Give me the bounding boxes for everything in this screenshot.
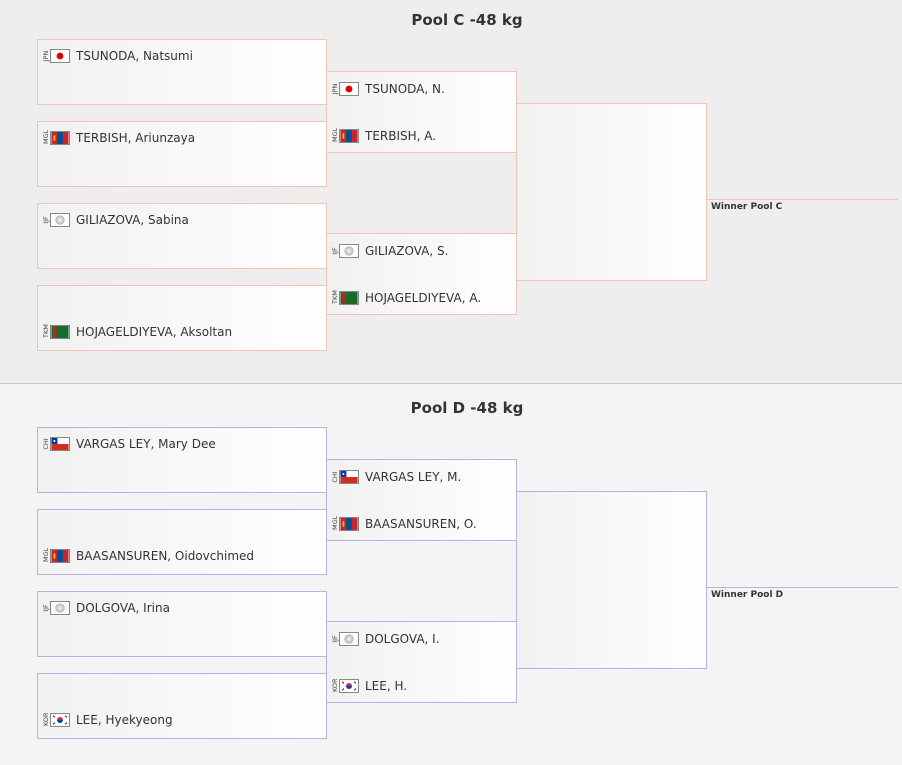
flag-mgl-icon <box>50 131 70 145</box>
athlete-entry[interactable]: MGL BAASANSUREN, O. <box>331 516 477 532</box>
athlete-entry[interactable]: JPN TSUNODA, N. <box>331 81 445 97</box>
semifinal-match[interactable]: IJF DOLGOVA, I. KOR LEE, H. <box>326 621 517 703</box>
final-match[interactable] <box>516 103 707 281</box>
country-code: MGL <box>331 515 339 530</box>
flag-jpn-icon <box>339 82 359 96</box>
athlete-entry[interactable]: CHI VARGAS LEY, M. <box>331 469 461 485</box>
flag-tkm-icon <box>339 291 359 305</box>
athlete-entry[interactable]: IJF DOLGOVA, I. <box>331 631 440 647</box>
winner-line <box>706 587 898 588</box>
athlete-name[interactable]: LEE, H. <box>365 679 408 693</box>
country-code: MGL <box>42 129 50 144</box>
athlete-entry[interactable]: TKM HOJAGELDIYEVA, A. <box>331 290 481 306</box>
winner-line <box>706 199 898 200</box>
country-code: MGL <box>42 547 50 562</box>
country-code: CHI <box>42 438 50 450</box>
flag-mgl-icon <box>339 517 359 531</box>
pool-title: Pool D -48 kg <box>410 399 524 417</box>
country-code: IJF <box>42 216 50 224</box>
semifinal-match[interactable]: JPN TSUNODA, N. MGL TERBISH, A. <box>326 71 517 153</box>
flag-chi-icon <box>339 470 359 484</box>
flag-kor-icon <box>339 679 359 693</box>
flag-mgl-icon <box>339 129 359 143</box>
athlete-name[interactable]: HOJAGELDIYEVA, Aksoltan <box>76 325 233 339</box>
athlete-entry[interactable]: MGL TERBISH, A. <box>331 128 436 144</box>
athlete-name[interactable]: TSUNODA, N. <box>365 82 445 96</box>
athlete-entry[interactable]: IJF GILIAZOVA, S. <box>331 243 448 259</box>
flag-ijf-icon <box>50 601 70 615</box>
country-code: TKM <box>331 290 339 304</box>
athlete-name[interactable]: TERBISH, A. <box>365 129 437 143</box>
athlete-name[interactable]: VARGAS LEY, Mary Dee <box>76 437 216 451</box>
country-code: JPN <box>42 50 50 62</box>
round1-match[interactable]: IJF GILIAZOVA, Sabina <box>37 203 327 269</box>
pool-title: Pool C -48 kg <box>411 11 523 29</box>
athlete-entry[interactable]: MGL TERBISH, Ariunzaya <box>42 130 195 146</box>
flag-ijf-icon <box>50 213 70 227</box>
athlete-entry[interactable]: MGL BAASANSUREN, Oidovchimed <box>42 548 254 564</box>
country-code: KOR <box>42 712 50 726</box>
athlete-name[interactable]: BAASANSUREN, O. <box>365 517 477 531</box>
round1-match[interactable]: TKM HOJAGELDIYEVA, Aksoltan <box>37 285 327 351</box>
country-code: IJF <box>42 604 50 612</box>
athlete-name[interactable]: DOLGOVA, I. <box>365 632 440 646</box>
round1-match[interactable]: CHI VARGAS LEY, Mary Dee <box>37 427 327 493</box>
semifinal-match[interactable]: CHI VARGAS LEY, M. MGL BAASANSUREN, O. <box>326 459 517 541</box>
country-code: CHI <box>331 471 339 483</box>
flag-kor-icon <box>50 713 70 727</box>
athlete-name[interactable]: VARGAS LEY, M. <box>365 470 462 484</box>
athlete-entry[interactable]: KOR LEE, Hyekyeong <box>42 712 173 728</box>
athlete-name[interactable]: HOJAGELDIYEVA, A. <box>365 291 482 305</box>
athlete-name[interactable]: TERBISH, Ariunzaya <box>76 131 196 145</box>
round1-match[interactable]: JPN TSUNODA, Natsumi <box>37 39 327 105</box>
athlete-entry[interactable]: IJF GILIAZOVA, Sabina <box>42 212 189 228</box>
athlete-name[interactable]: TSUNODA, Natsumi <box>76 49 193 63</box>
flag-mgl-icon <box>50 549 70 563</box>
country-code: IJF <box>331 247 339 255</box>
final-match[interactable] <box>516 491 707 669</box>
athlete-name[interactable]: BAASANSUREN, Oidovchimed <box>76 549 255 563</box>
flag-chi-icon <box>50 437 70 451</box>
athlete-name[interactable]: DOLGOVA, Irina <box>76 601 170 615</box>
flag-tkm-icon <box>50 325 70 339</box>
country-code: KOR <box>331 678 339 692</box>
semifinal-match[interactable]: IJF GILIAZOVA, S. TKM HOJAGELDIYEVA, A. <box>326 233 517 315</box>
country-code: TKM <box>42 324 50 338</box>
athlete-entry[interactable]: KOR LEE, H. <box>331 678 407 694</box>
athlete-entry[interactable]: IJF DOLGOVA, Irina <box>42 600 170 616</box>
flag-ijf-icon <box>339 244 359 258</box>
winner-label: Winner Pool D <box>711 590 784 600</box>
athlete-name[interactable]: LEE, Hyekyeong <box>76 713 173 727</box>
flag-ijf-icon <box>339 632 359 646</box>
flag-jpn-icon <box>50 49 70 63</box>
athlete-entry[interactable]: TKM HOJAGELDIYEVA, Aksoltan <box>42 324 232 340</box>
country-code: IJF <box>331 635 339 643</box>
athlete-name[interactable]: GILIAZOVA, S. <box>365 244 449 258</box>
country-code: MGL <box>331 127 339 142</box>
athlete-name[interactable]: GILIAZOVA, Sabina <box>76 213 189 227</box>
round1-match[interactable]: MGL BAASANSUREN, Oidovchimed <box>37 509 327 575</box>
winner-label: Winner Pool C <box>711 202 783 212</box>
round1-match[interactable]: IJF DOLGOVA, Irina <box>37 591 327 657</box>
athlete-entry[interactable]: CHI VARGAS LEY, Mary Dee <box>42 436 216 452</box>
athlete-entry[interactable]: JPN TSUNODA, Natsumi <box>42 48 193 64</box>
country-code: JPN <box>331 83 339 95</box>
round1-match[interactable]: KOR LEE, Hyekyeong <box>37 673 327 739</box>
round1-match[interactable]: MGL TERBISH, Ariunzaya <box>37 121 327 187</box>
